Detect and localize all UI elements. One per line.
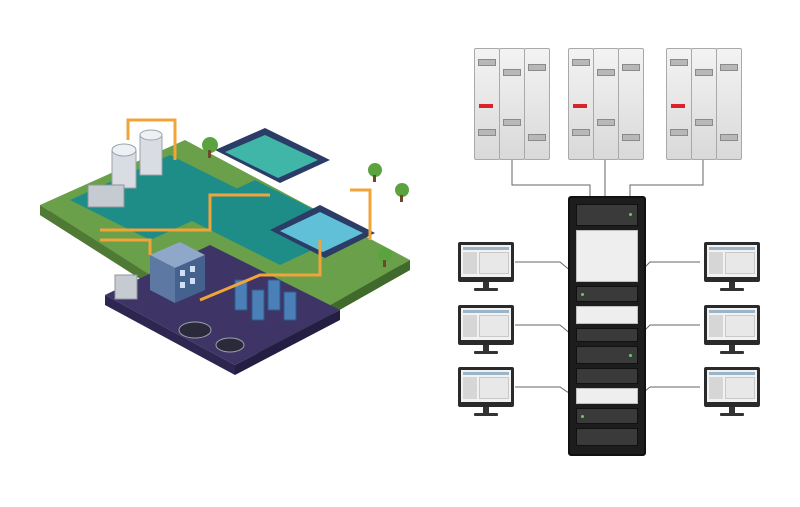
rack-unit [576, 408, 638, 424]
water-channel-1 [70, 155, 250, 240]
workstation-monitor-5 [704, 305, 760, 355]
clarifier-2 [215, 337, 245, 353]
trees [202, 137, 409, 267]
rack-unit [576, 328, 638, 342]
rack-blank-panel [576, 388, 638, 404]
storage-tanks [87, 129, 163, 300]
workstation-monitor-2 [458, 305, 514, 355]
workstation-monitor-3 [458, 367, 514, 417]
workstation-monitor-6 [704, 367, 760, 417]
rack-unit [576, 286, 638, 302]
filter-tanks [234, 279, 297, 321]
server-rack [568, 196, 646, 456]
rack-blank-panel [576, 230, 638, 282]
water-treatment-plant-illustration [40, 118, 410, 375]
control-building [150, 242, 205, 303]
plc-unit-3 [664, 48, 742, 160]
rack-unit [576, 346, 638, 364]
workstation-monitor-1 [458, 242, 514, 292]
rack-unit [576, 428, 638, 446]
plc-unit-1 [472, 48, 550, 160]
clarifier-1 [178, 321, 212, 339]
workstation-monitor-4 [704, 242, 760, 292]
rack-unit [576, 368, 638, 384]
rack-blank-panel [576, 306, 638, 324]
plc-unit-2 [566, 48, 644, 160]
rack-unit [576, 204, 638, 226]
pipe-network [100, 118, 372, 302]
